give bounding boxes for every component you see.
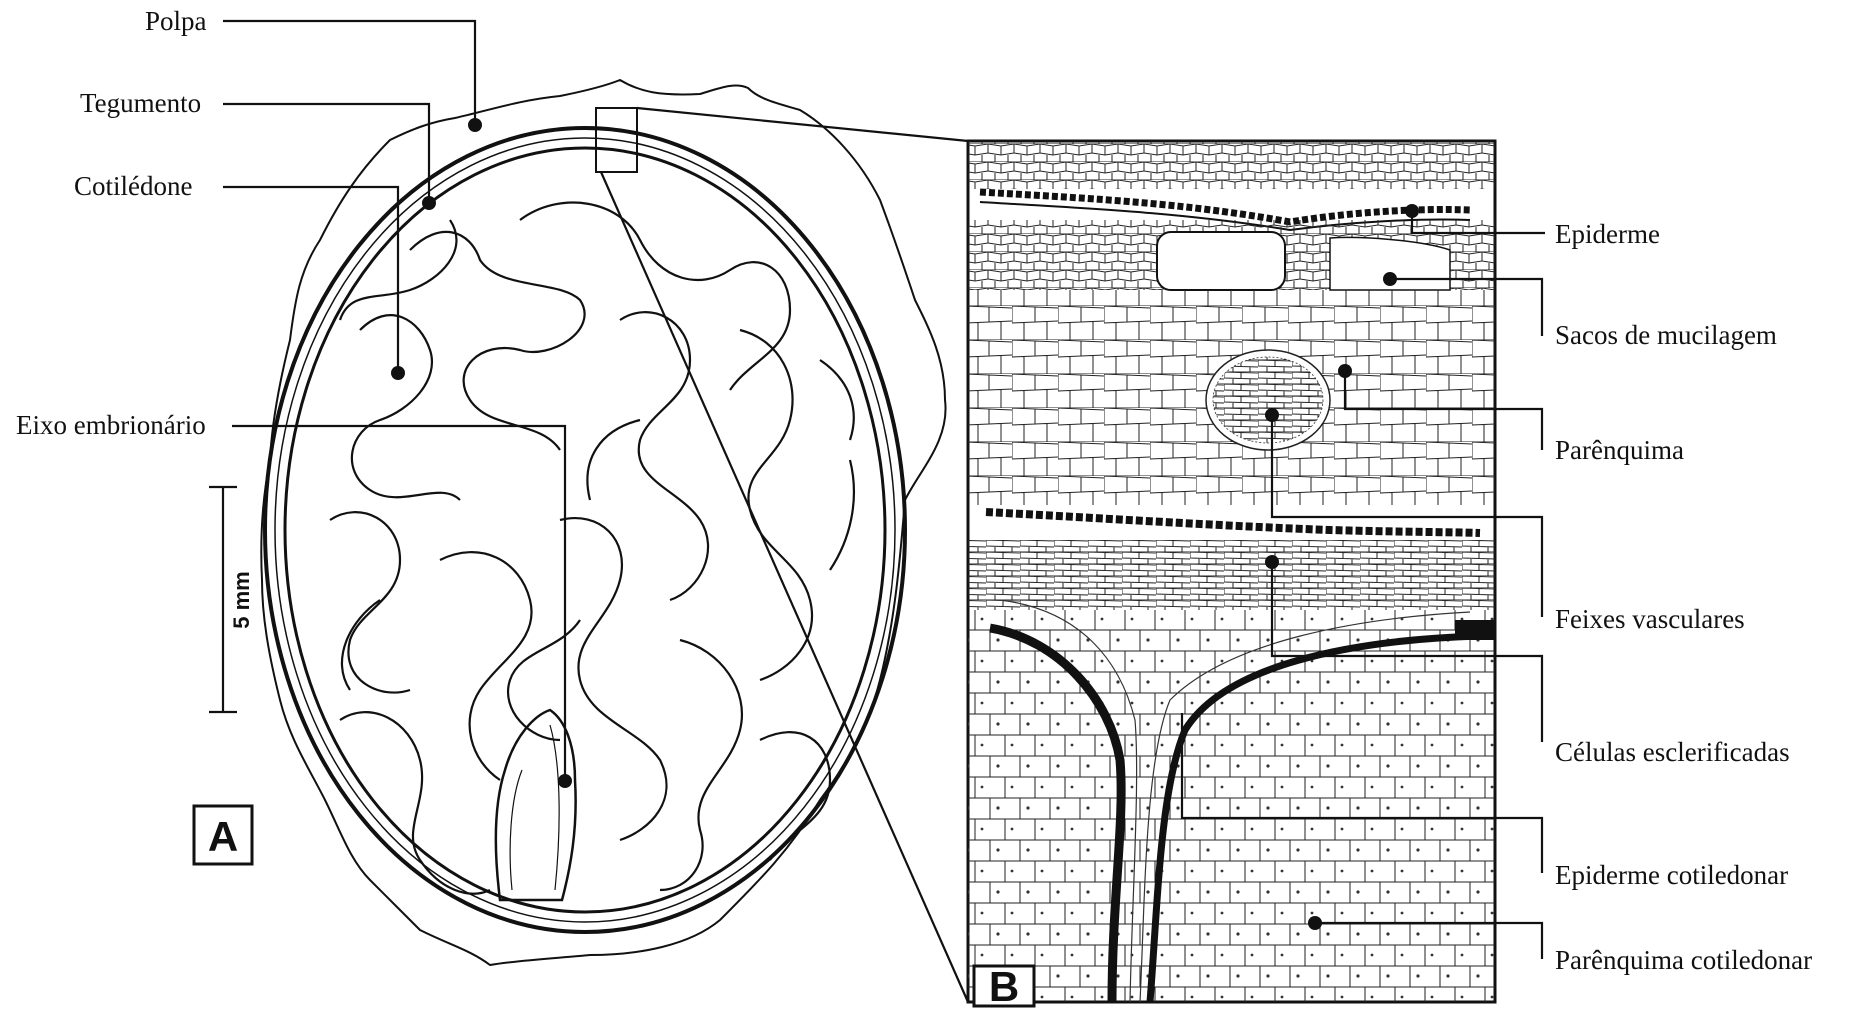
panel-b-tissue-detail: B (968, 141, 1495, 1009)
panel-b-letter: B (989, 963, 1019, 1009)
scale-bar: 5 mm (209, 487, 254, 712)
label-epiderme: Epiderme (1555, 219, 1660, 249)
pulp-outline (261, 80, 945, 965)
seed-coat-middle (275, 138, 895, 922)
panel-a-letter: A (208, 813, 238, 860)
label-parenquima: Parênquima (1555, 435, 1684, 465)
mucilage-sac-1 (1157, 232, 1285, 290)
seed-coat-inner (285, 148, 885, 912)
label-cotiledone: Cotilédone (74, 171, 192, 201)
embryonic-axis (496, 710, 576, 900)
label-feixes-vasculares: Feixes vasculares (1555, 604, 1745, 634)
seed-coat-outer (265, 128, 905, 932)
label-polpa: Polpa (145, 6, 207, 36)
label-tegumento: Tegumento (80, 88, 201, 118)
label-epiderme-cotiledonar: Epiderme cotiledonar (1555, 860, 1788, 890)
panel-a-seed-section: 5 mm A (194, 80, 968, 1002)
label-celulas-esclerificadas: Células esclerificadas (1555, 737, 1790, 767)
cotyledon-folds (330, 203, 854, 894)
label-eixo-embrionario: Eixo embrionário (16, 410, 206, 440)
label-sacos-de-mucilagem: Sacos de mucilagem (1555, 320, 1777, 350)
label-parenquima-cotiledonar: Parênquima cotiledonar (1555, 945, 1812, 975)
scale-bar-label: 5 mm (229, 571, 254, 628)
